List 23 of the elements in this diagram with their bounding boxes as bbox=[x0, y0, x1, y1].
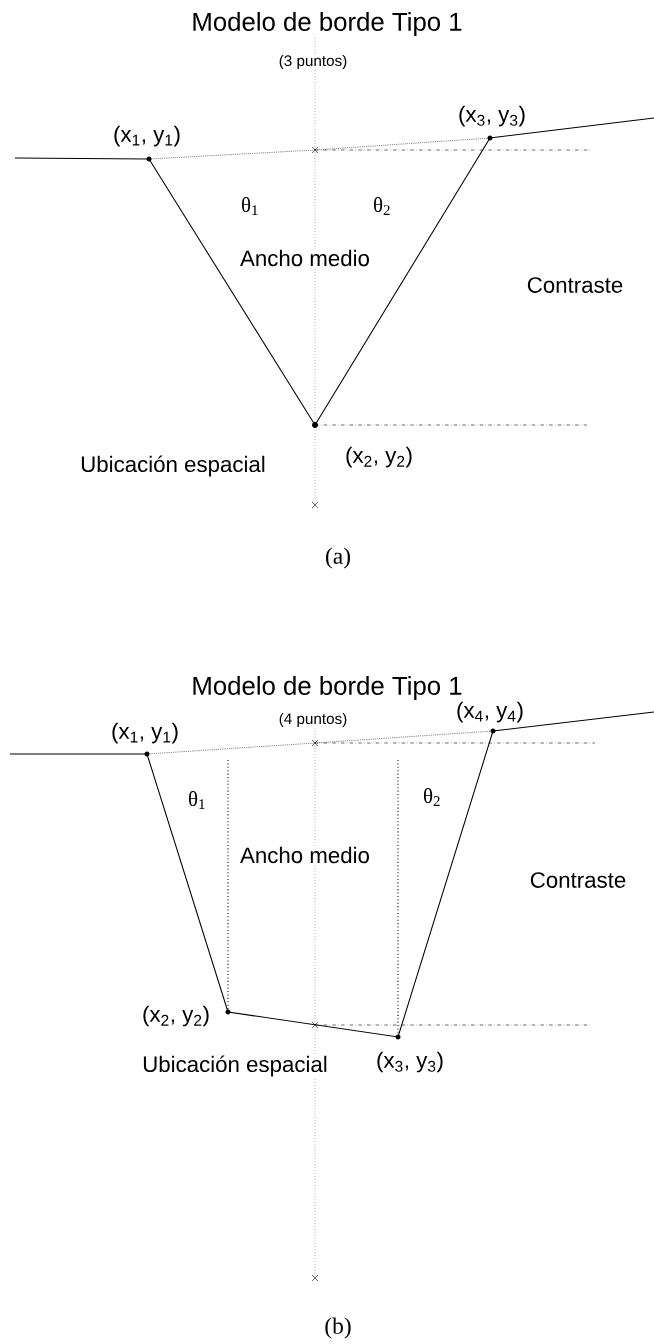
title: Modelo de borde Tipo 1 bbox=[190, 674, 464, 702]
angle-label: θ$_{2}$ bbox=[421, 786, 443, 808]
subtitle: (4 puntos) bbox=[277, 711, 349, 729]
parameter-label: Ancho medio bbox=[238, 248, 372, 268]
angle-label: θ$_{1}$ bbox=[186, 789, 208, 811]
point-label: (x$_{4}$, y$_{4}$) bbox=[454, 700, 526, 724]
point-label: (x$_{2}$, y$_{2}$) bbox=[343, 445, 415, 469]
point-label: (x$_{3}$, y$_{3}$) bbox=[456, 104, 528, 128]
point-label: (x$_{2}$, y$_{2}$) bbox=[140, 1004, 212, 1028]
angle-label: θ$_{2}$ bbox=[371, 195, 393, 217]
point-label: (x$_{1}$, y$_{1}$) bbox=[109, 721, 181, 745]
point-label: (x$_{3}$, y$_{3}$) bbox=[374, 1050, 446, 1074]
parameter-label: Contraste bbox=[528, 870, 628, 890]
panel-label: (a) bbox=[323, 546, 353, 570]
parameter-label: Contraste bbox=[525, 275, 625, 295]
parameter-label: Ubicación espacial bbox=[79, 454, 267, 478]
parameter-label: Ancho medio bbox=[238, 845, 372, 865]
subtitle: (3 puntos) bbox=[277, 53, 349, 71]
angle-label: θ$_{1}$ bbox=[239, 195, 261, 217]
panel-label: (b) bbox=[323, 1316, 353, 1340]
parameter-label: Ubicación espacial bbox=[141, 1054, 329, 1078]
title: Modelo de borde Tipo 1 bbox=[190, 10, 464, 38]
point-label: (x$_{1}$, y$_{1}$) bbox=[111, 124, 183, 148]
